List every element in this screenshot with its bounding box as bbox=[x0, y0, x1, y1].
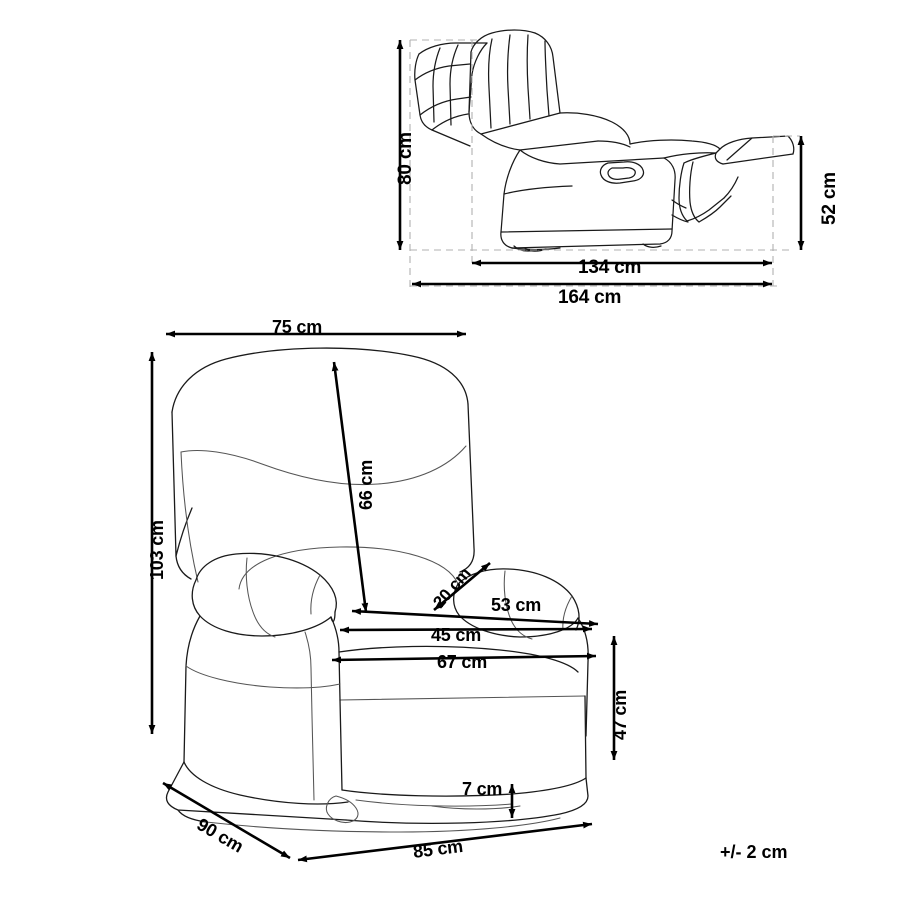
dim-arrow-66cm bbox=[331, 361, 369, 613]
dim-arrow-45cm bbox=[339, 625, 593, 634]
upright-dimension-arrows bbox=[148, 330, 618, 863]
dim-label-67cm: 67 cm bbox=[437, 652, 488, 672]
dim-arrow-67cm bbox=[331, 652, 597, 664]
dim-label-52cm: 52 cm bbox=[819, 172, 840, 225]
dim-label-45cm: 45 cm bbox=[431, 625, 482, 645]
tolerance-note: +/- 2 cm bbox=[720, 842, 788, 862]
dim-label-134cm: 134 cm bbox=[578, 257, 642, 278]
dim-label-66cm: 66 cm bbox=[356, 459, 376, 510]
reclined-dimension-arrows bbox=[396, 40, 805, 288]
reclined-chair-illustration bbox=[414, 29, 795, 252]
dim-label-53cm: 53 cm bbox=[491, 595, 542, 615]
dim-label-75cm: 75 cm bbox=[272, 317, 323, 337]
dim-arrow-90cm bbox=[162, 781, 291, 860]
dim-label-164cm: 164 cm bbox=[558, 287, 622, 308]
dim-label-80cm: 80 cm bbox=[395, 132, 416, 185]
dim-label-7cm: 7 cm bbox=[462, 779, 503, 799]
dim-label-103cm: 103 cm bbox=[147, 520, 167, 580]
dim-arrow-85cm bbox=[297, 821, 593, 863]
dim-arrow-53cm bbox=[351, 608, 599, 627]
dim-arrow-20cm bbox=[433, 562, 491, 611]
dim-label-47cm: 47 cm bbox=[610, 689, 630, 740]
upright-chair-illustration bbox=[165, 347, 589, 833]
